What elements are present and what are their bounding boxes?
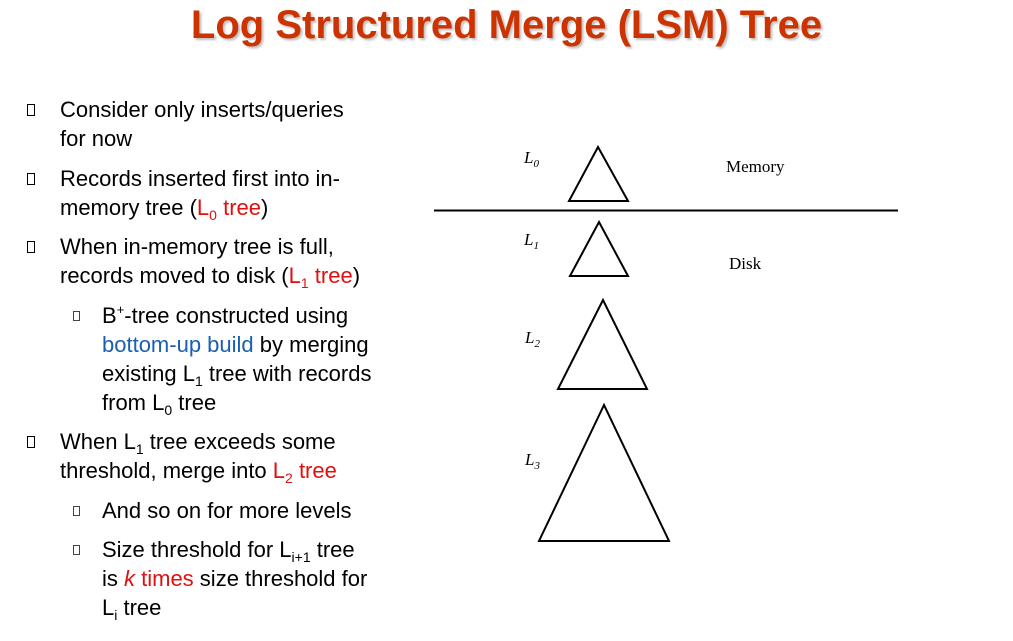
l3-tree-triangle bbox=[537, 402, 671, 542]
bullet-3: When in-memory tree is full, records mov… bbox=[60, 232, 410, 290]
subscript: i bbox=[114, 607, 118, 623]
text-segment: tree bbox=[308, 263, 353, 288]
bullet-1-line-1: Consider only inserts/queries bbox=[60, 97, 344, 122]
text-segment: L bbox=[196, 195, 210, 220]
sub-bullet-1-line-1: B+-tree constructed using bbox=[102, 301, 412, 330]
text-segment: is bbox=[102, 566, 124, 591]
subscript: 1 bbox=[135, 441, 144, 457]
sub-bullet-marker-icon bbox=[73, 311, 80, 321]
text-segment: L bbox=[102, 595, 115, 620]
text-segment: When L bbox=[60, 429, 136, 454]
level-letter: L bbox=[524, 450, 534, 469]
bullet-marker-icon bbox=[27, 436, 35, 448]
subscript: 2 bbox=[285, 470, 293, 486]
bullet-1: Consider only inserts/queries for now bbox=[60, 95, 410, 153]
l0-tree-highlight: L0 tree bbox=[196, 195, 261, 223]
text-segment: L bbox=[288, 263, 301, 288]
bullet-2-line-1: Records inserted first into in- bbox=[60, 166, 340, 191]
bullet-marker-icon bbox=[27, 241, 35, 253]
bullet-3-line-1: When in-memory tree is full, bbox=[60, 234, 334, 259]
text-segment: from L bbox=[102, 390, 165, 415]
bullet-3-line-2: records moved to disk (L1 tree) bbox=[60, 261, 410, 290]
text-segment: tree bbox=[310, 537, 355, 562]
memory-label: Memory bbox=[726, 157, 785, 176]
text-segment: by merging bbox=[253, 332, 369, 357]
text-segment: tree exceeds some bbox=[143, 429, 336, 454]
level-subscript: 0 bbox=[533, 158, 539, 170]
sub-bullet-1-line-2: bottom-up build by merging bbox=[102, 330, 412, 359]
subscript: 0 bbox=[209, 207, 217, 223]
text-segment: tree bbox=[292, 458, 337, 483]
bullet-1-line-2: for now bbox=[60, 126, 133, 151]
text-segment: existing L bbox=[102, 361, 195, 386]
l2-tree-triangle bbox=[556, 297, 649, 390]
text-segment: tree with records bbox=[202, 361, 372, 386]
bullet-2: Records inserted first into in- memory t… bbox=[60, 164, 410, 222]
l2-label: L2 bbox=[524, 328, 540, 350]
l3-label: L3 bbox=[524, 450, 540, 472]
level-subscript: 3 bbox=[533, 460, 540, 472]
subscript: i+1 bbox=[291, 549, 311, 565]
text-segment: threshold, merge into bbox=[60, 458, 273, 483]
text-segment: records moved to disk ( bbox=[60, 263, 289, 288]
text-segment: Size threshold for L bbox=[102, 537, 292, 562]
text-segment: ) bbox=[352, 263, 361, 288]
level-subscript: 2 bbox=[534, 338, 540, 350]
sub-bullet-2-line-1: And so on for more levels bbox=[102, 498, 352, 523]
subscript: 1 bbox=[194, 373, 203, 389]
l2-tree-highlight: L2 tree bbox=[272, 458, 337, 486]
sub-bullet-marker-icon bbox=[73, 506, 80, 516]
bullet-2-line-2: memory tree (L0 tree) bbox=[60, 193, 410, 222]
times-highlight: times bbox=[135, 566, 194, 591]
sub-bullet-3-line-1: Size threshold for Li+1 tree bbox=[102, 535, 412, 564]
l0-tree-triangle bbox=[567, 144, 630, 202]
l1-tree-highlight: L1 tree bbox=[288, 263, 353, 291]
bottom-up-build-highlight: bottom-up build bbox=[102, 332, 254, 357]
superscript: + bbox=[116, 302, 125, 317]
sub-bullet-1-line-3: existing L1 tree with records bbox=[102, 359, 412, 388]
sub-bullet-3-line-2: is k times size threshold for bbox=[102, 564, 412, 593]
bullet-list: Consider only inserts/queries for now Re… bbox=[0, 0, 420, 641]
text-segment: memory tree ( bbox=[60, 195, 197, 220]
bullet-marker-icon bbox=[27, 173, 35, 185]
sub-bullet-marker-icon bbox=[73, 545, 80, 555]
bullet-4-line-1: When L1 tree exceeds some bbox=[60, 427, 410, 456]
subscript: 1 bbox=[300, 275, 309, 291]
text-segment: B bbox=[102, 303, 117, 328]
level-letter: L bbox=[523, 230, 533, 249]
sub-bullet-3-line-3: Li tree bbox=[102, 593, 412, 622]
sub-bullet-3: Size threshold for Li+1 tree is k times … bbox=[102, 535, 412, 622]
text-segment: -tree constructed using bbox=[124, 303, 349, 328]
text-segment: ) bbox=[261, 195, 269, 220]
text-segment: tree bbox=[216, 195, 261, 220]
l1-label: L1 bbox=[523, 230, 539, 252]
bullet-4-line-2: threshold, merge into L2 tree bbox=[60, 456, 410, 485]
l0-label: L0 bbox=[523, 148, 539, 170]
text-segment: tree bbox=[172, 390, 217, 415]
text-segment: size threshold for bbox=[193, 566, 368, 591]
subscript: 0 bbox=[164, 402, 173, 418]
slide-title: Log Structured Merge (LSM) Tree bbox=[190, 3, 823, 47]
sub-bullet-2: And so on for more levels bbox=[102, 496, 412, 525]
sub-bullet-1: B+-tree constructed using bottom-up buil… bbox=[102, 301, 412, 417]
text-segment: L bbox=[272, 458, 286, 483]
disk-label: Disk bbox=[729, 254, 762, 273]
bullet-marker-icon bbox=[27, 104, 35, 116]
text-segment: tree bbox=[117, 595, 162, 620]
level-subscript: 1 bbox=[533, 240, 539, 252]
sub-bullet-1-line-4: from L0 tree bbox=[102, 388, 412, 417]
level-letter: L bbox=[523, 148, 533, 167]
level-letter: L bbox=[524, 328, 534, 347]
l1-tree-triangle bbox=[568, 219, 630, 277]
k-italic: k bbox=[124, 566, 135, 591]
bullet-4: When L1 tree exceeds some threshold, mer… bbox=[60, 427, 410, 485]
